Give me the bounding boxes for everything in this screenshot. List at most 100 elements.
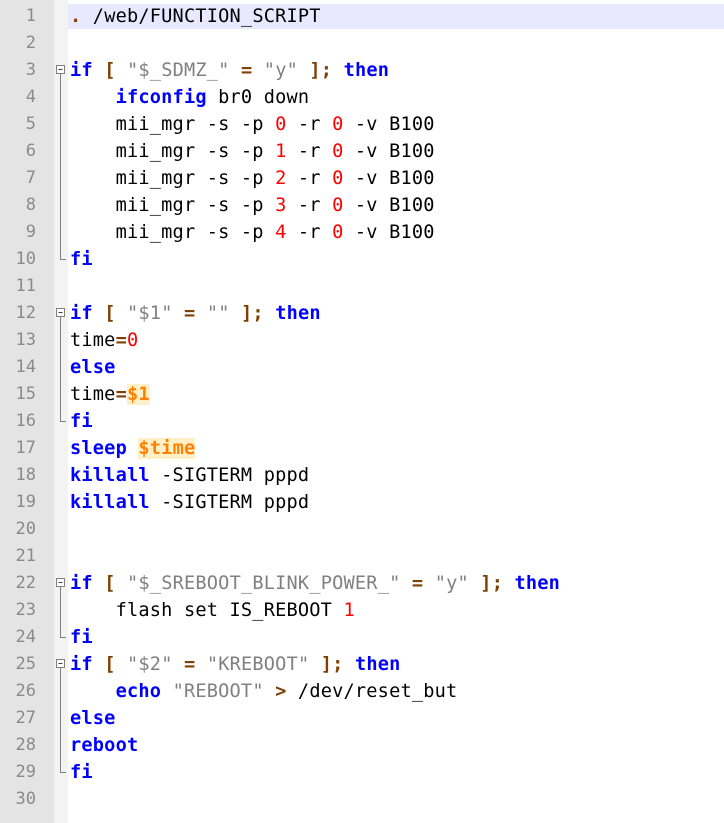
line-number: 28 [15, 735, 36, 755]
code-text[interactable]: mii_mgr -s -p 3 -r 0 -v B100 [70, 192, 435, 219]
code-line[interactable]: 9 mii_mgr -s -p 4 -r 0 -v B100 [0, 219, 724, 246]
code-line[interactable]: 13 time=0 [0, 327, 724, 354]
text-token [70, 87, 116, 108]
code-line[interactable]: 21 [0, 543, 724, 570]
code-text[interactable]: if [ "$1" = "" ]; then [70, 300, 321, 327]
text-token: -SIGTERM pppd [149, 492, 310, 513]
code-text[interactable]: if [ "$_SDMZ_" = "y" ]; then [70, 57, 389, 84]
code-text[interactable]: reboot [70, 732, 138, 759]
keyword-token: then [514, 573, 561, 594]
code-text[interactable]: killall -SIGTERM pppd [70, 462, 309, 489]
operator-token: = [240, 60, 253, 81]
text-token [70, 681, 116, 702]
text-token: -SIGTERM pppd [149, 465, 310, 486]
operator-token: ]; [320, 654, 344, 675]
code-line[interactable]: 25 if [ "$2" = "KREBOOT" ]; then [0, 651, 724, 678]
code-line[interactable]: 4 ifconfig br0 down [0, 84, 724, 111]
code-text[interactable]: fi [70, 408, 93, 435]
code-text[interactable]: sleep $time [70, 435, 196, 462]
code-text[interactable]: killall -SIGTERM pppd [70, 489, 309, 516]
line-number: 1 [25, 6, 36, 26]
text-token [116, 60, 127, 81]
code-text[interactable]: if [ "$2" = "KREBOOT" ]; then [70, 651, 401, 678]
line-number: 2 [25, 33, 36, 53]
code-line[interactable]: 26 echo "REBOOT" > /dev/reset_but [0, 678, 724, 705]
code-line[interactable]: 23 flash set IS_REBOOT 1 [0, 597, 724, 624]
line-number: 13 [15, 330, 36, 350]
code-line[interactable]: 6 mii_mgr -s -p 1 -r 0 -v B100 [0, 138, 724, 165]
code-text[interactable]: if [ "$_SREBOOT_BLINK_POWER_" = "y" ]; t… [70, 570, 560, 597]
fold-toggle-icon[interactable] [55, 300, 67, 327]
code-text[interactable]: echo "REBOOT" > /dev/reset_but [70, 678, 458, 705]
operator-token: ]; [480, 573, 504, 594]
code-text[interactable]: mii_mgr -s -p 0 -r 0 -v B100 [70, 111, 435, 138]
text-token: -r [286, 114, 333, 135]
fold-end-marker [55, 759, 67, 786]
code-text[interactable]: ifconfig br0 down [70, 84, 310, 111]
code-text[interactable]: . /web/FUNCTION_SCRIPT [70, 3, 321, 30]
code-text[interactable]: mii_mgr -s -p 2 -r 0 -v B100 [70, 165, 435, 192]
text-token: -v B100 [343, 114, 435, 135]
fold-blank [55, 516, 67, 543]
fold-toggle-icon[interactable] [55, 57, 67, 84]
code-line[interactable]: 19 killall -SIGTERM pppd [0, 489, 724, 516]
operator-token: = [184, 654, 196, 675]
code-line[interactable]: 8 mii_mgr -s -p 3 -r 0 -v B100 [0, 192, 724, 219]
text-token: -r [286, 168, 333, 189]
code-text[interactable]: mii_mgr -s -p 1 -r 0 -v B100 [70, 138, 435, 165]
text-token [469, 573, 480, 594]
code-text[interactable]: else [70, 705, 116, 732]
code-text[interactable]: flash set IS_REBOOT 1 [70, 597, 355, 624]
fold-toggle-icon[interactable] [55, 570, 67, 597]
number-token: 1 [275, 141, 287, 162]
code-line[interactable]: 28 reboot [0, 732, 724, 759]
code-line[interactable]: 11 [0, 273, 724, 300]
code-text[interactable]: fi [70, 624, 93, 651]
number-token: 3 [275, 195, 287, 216]
code-line[interactable]: 2 [0, 30, 724, 57]
text-token [423, 573, 434, 594]
text-token: time [70, 330, 116, 351]
code-line[interactable]: 20 [0, 516, 724, 543]
line-number: 3 [25, 60, 36, 80]
code-line[interactable]: 1 . /web/FUNCTION_SCRIPT [0, 3, 724, 30]
code-text[interactable]: time=0 [70, 327, 138, 354]
line-number: 19 [15, 492, 36, 512]
code-text[interactable]: else [70, 354, 116, 381]
number-token: 1 [343, 600, 355, 621]
code-line[interactable]: 29 fi [0, 759, 724, 786]
line-number: 25 [15, 654, 36, 674]
code-line[interactable]: 30 [0, 786, 724, 813]
code-line[interactable]: 3 if [ "$_SDMZ_" = "y" ]; then [0, 57, 724, 84]
fold-line [55, 138, 67, 165]
code-line[interactable]: 7 mii_mgr -s -p 2 -r 0 -v B100 [0, 165, 724, 192]
keyword-token: then [354, 654, 401, 675]
code-line[interactable]: 5 mii_mgr -s -p 0 -r 0 -v B100 [0, 111, 724, 138]
operator-token: ]; [309, 60, 333, 81]
text-token: -r [286, 222, 333, 243]
text-token: -v B100 [343, 168, 435, 189]
fold-toggle-icon[interactable] [55, 651, 67, 678]
operator-token: [ [104, 573, 116, 594]
line-number: 8 [25, 195, 36, 215]
keyword-token: if [70, 303, 93, 324]
code-text[interactable]: fi [70, 246, 93, 273]
operator-token: [ [104, 303, 116, 324]
operator-token: [ [104, 654, 116, 675]
code-text[interactable]: fi [70, 759, 93, 786]
code-text[interactable]: time=$1 [70, 381, 150, 408]
line-number: 29 [15, 762, 36, 782]
code-text[interactable]: mii_mgr -s -p 4 -r 0 -v B100 [70, 219, 435, 246]
